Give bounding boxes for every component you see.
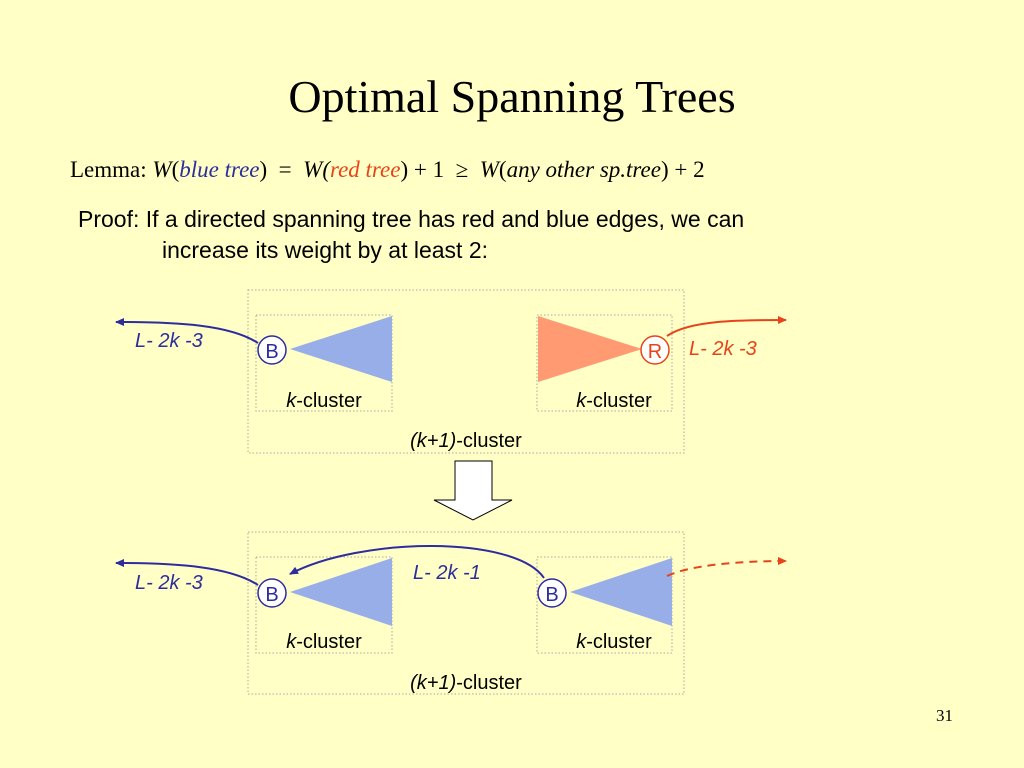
top-left-cluster-box xyxy=(255,314,393,412)
top-diagram: B R L- 2k -3 L- 2k -3 k-cluster k-cluste… xyxy=(115,289,787,454)
bottom-middle-edge-label: L- 2k -1 xyxy=(413,562,481,584)
bottom-outer-cluster-text: -cluster xyxy=(456,672,522,694)
bottom-left-edge-label: L- 2k -3 xyxy=(135,572,203,594)
bottom-left-blue-tree xyxy=(290,558,392,626)
top-right-red-edge xyxy=(666,316,787,337)
top-node-r-label: R xyxy=(648,341,662,363)
bottom-right-blue-tree xyxy=(570,558,672,626)
top-left-cluster-k: k xyxy=(286,390,297,412)
bottom-left-cluster-k: k xyxy=(286,631,297,653)
top-right-cluster-text: -cluster xyxy=(586,390,652,412)
transform-down-arrow xyxy=(433,460,513,521)
bottom-diagram: B B L- 2k -3 L- 2k -1 k-cluster k-cluste… xyxy=(115,531,787,695)
lemma-red-tree: red tree xyxy=(329,157,401,182)
top-left-cluster-text: -cluster xyxy=(296,390,362,412)
bottom-right-cluster-label: k-cluster xyxy=(576,631,652,653)
top-red-tree xyxy=(538,316,642,382)
proof-text: Proof: If a directed spanning tree has r… xyxy=(78,204,938,266)
lemma-other-tree: any other sp.tree xyxy=(506,157,661,182)
bottom-node-b-right xyxy=(537,578,567,608)
lemma-w2: W( xyxy=(303,157,330,182)
lemma-statement: Lemma: W(blue tree) = W(red tree) + 1 ≥ … xyxy=(70,157,705,183)
proof-line-2: increase its weight by at least 2: xyxy=(162,237,488,263)
bottom-left-cluster-label: k-cluster xyxy=(286,631,362,653)
lemma-blue-tree: blue tree xyxy=(179,157,260,182)
bottom-outer-cluster-label: (k+1)-cluster xyxy=(410,672,522,694)
bottom-left-blue-edge xyxy=(115,559,259,586)
top-right-edge-label: L- 2k -3 xyxy=(689,338,757,360)
bottom-left-cluster-text: -cluster xyxy=(296,631,362,653)
top-outer-cluster-text: -cluster xyxy=(456,430,522,452)
bottom-right-cluster-text: -cluster xyxy=(586,631,652,653)
top-left-cluster-label: k-cluster xyxy=(286,390,362,412)
top-outer-cluster-label: (k+1)-cluster xyxy=(410,430,522,452)
proof-line-1: Proof: If a directed spanning tree has r… xyxy=(78,206,745,232)
top-node-b xyxy=(257,335,287,365)
bottom-outer-cluster-k: (k+1) xyxy=(410,672,456,694)
top-right-cluster-k: k xyxy=(576,390,587,412)
bottom-right-cluster-k: k xyxy=(576,631,587,653)
slide-title: Optimal Spanning Trees xyxy=(288,71,736,122)
lemma-open1: ( xyxy=(171,157,180,182)
top-outer-cluster-k: (k+1) xyxy=(410,430,456,452)
top-right-cluster-label: k-cluster xyxy=(576,390,652,412)
bottom-right-dashed-red-edge xyxy=(666,557,787,577)
lemma-label: Lemma: xyxy=(70,157,147,182)
lemma-equals: = xyxy=(278,157,292,182)
top-right-cluster-box xyxy=(536,314,673,412)
lemma-close2: ) + 1 xyxy=(400,157,445,182)
bottom-left-cluster-box xyxy=(255,556,393,654)
lemma-geq: ≥ xyxy=(455,157,469,182)
lemma-w3: W xyxy=(479,157,499,182)
top-node-r xyxy=(640,335,670,365)
lemma-w1: W xyxy=(152,157,172,182)
lemma-open3: ( xyxy=(498,157,507,182)
bottom-node-b-left xyxy=(257,578,287,608)
top-left-blue-edge xyxy=(115,318,259,344)
page-number: 31 xyxy=(936,706,953,725)
bottom-outer-cluster-box xyxy=(247,531,685,695)
top-blue-tree xyxy=(290,316,392,382)
top-node-b-label: B xyxy=(265,341,278,363)
lemma-close1: ) xyxy=(259,157,268,182)
top-outer-cluster-box xyxy=(247,289,685,454)
bottom-node-b-left-label: B xyxy=(265,584,278,606)
bottom-middle-blue-edge xyxy=(289,545,545,579)
bottom-node-b-right-label: B xyxy=(545,584,558,606)
top-left-edge-label: L- 2k -3 xyxy=(135,330,203,352)
lemma-close3: ) + 2 xyxy=(660,157,705,182)
